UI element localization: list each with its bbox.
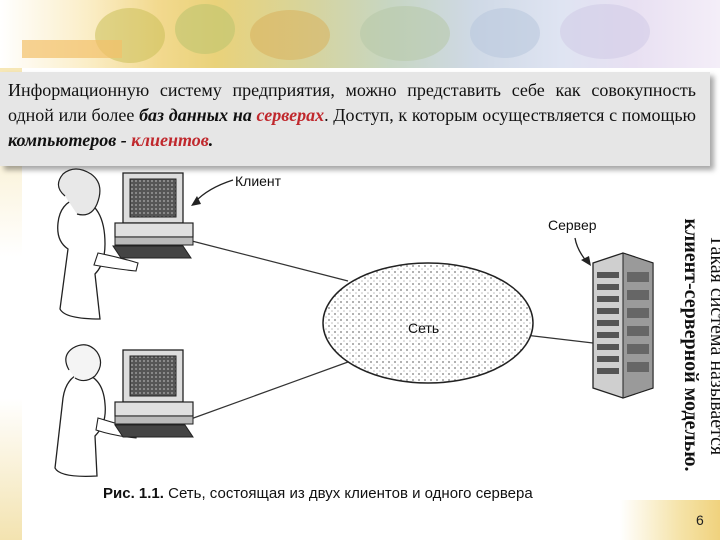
intro-text-box (0, 72, 710, 166)
decorative-left-strip (0, 68, 22, 540)
decorative-corner (620, 500, 720, 540)
decorative-banner (0, 0, 720, 68)
intro-text-2: . Доступ, к которым осуществляется с пом… (324, 105, 697, 125)
intro-databases: баз данных на (139, 105, 257, 125)
side-note: Такая система называется клиент-серверно… (662, 200, 720, 490)
client-label: Клиент (235, 173, 282, 189)
figure-caption: Рис. 1.1. Сеть, состоящая из двух клиент… (103, 485, 533, 502)
intro-clients: клиентов (131, 130, 209, 150)
link-client2-network (187, 361, 349, 421)
caption-text: Сеть, состоящая из двух клиентов и одног… (164, 485, 533, 502)
intro-text-1: Информационную систему предприятия, можн… (8, 80, 696, 125)
client-arrow (194, 179, 234, 203)
intro-servers: серверах (256, 105, 325, 125)
intro-period: . (208, 130, 214, 150)
intro-computers: компьютеров - (8, 130, 132, 150)
page-number: 6 (696, 512, 704, 528)
client-1-workstation (57, 168, 194, 320)
side-note-line-2: клиент-серверной моделью. (680, 218, 702, 472)
client-server-diagram: Сеть (54, 168, 654, 502)
client-2-workstation (54, 344, 194, 477)
link-client1-network (187, 239, 349, 282)
side-note-line-1: Такая система называется (706, 234, 720, 456)
caption-number: Рис. 1.1. (103, 485, 164, 502)
network-label: Сеть (408, 320, 439, 336)
network-ellipse (322, 262, 534, 384)
intro-paragraph: Информационную систему предприятия, можн… (8, 78, 696, 153)
server-tower (592, 252, 654, 399)
server-label: Сервер (548, 217, 597, 233)
